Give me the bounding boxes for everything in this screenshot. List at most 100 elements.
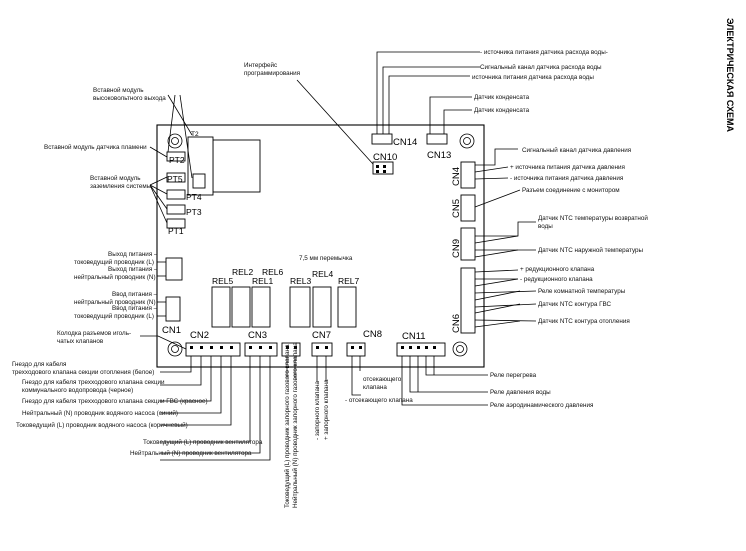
flow-src-minus-label: - источника питания датчика расхода воды… <box>480 49 608 56</box>
cn11-connector <box>396 342 446 357</box>
aero-pressure-label: Реле аэродинамического давления <box>490 402 593 409</box>
condensate-label-1: Датчик конденсата <box>474 94 530 101</box>
in-live-label-1: Ввод питания – <box>112 305 158 312</box>
in-neutral-label-2: нейтральный проводник (N) <box>74 298 156 306</box>
rel3-label: REL3 <box>290 276 312 286</box>
cn3-connector <box>244 342 278 357</box>
cable-heating-label-1: Гнездо для кабеля <box>12 360 66 368</box>
out-live-label-1: Выход питания – <box>108 251 158 258</box>
pin-block-label-1: Колодка разъемов иголь- <box>57 330 131 337</box>
connector-pins <box>190 346 436 349</box>
pump-live-label: Токоведущий (L) проводник водяного насос… <box>16 421 188 429</box>
t2-label: T2 <box>191 131 199 138</box>
rel6-label: REL6 <box>262 267 284 277</box>
flow-signal-label: Сигнальный канал датчика расхода воды <box>480 63 602 71</box>
hv-module-label-2: высоковольтного выхода <box>93 95 166 102</box>
annotation-labels: Интерфейс программирования - источника п… <box>12 49 648 508</box>
cable-dhw-label: Гнездо для кабеля трехходового клапана с… <box>22 397 208 405</box>
shutoff-label-1: отсекающего <box>363 376 402 383</box>
pt3-label: PT3 <box>186 207 202 217</box>
gas-valve-live-label: Токоведущий (L) проводник запорного газо… <box>283 344 291 508</box>
gas-valve-neutral-label: Нейтральный (N) проводник запорного газо… <box>291 342 299 508</box>
cn10-label: CN10 <box>373 152 397 163</box>
pt-ports: PT2 PT5 PT4 PT3 PT1 <box>166 151 206 236</box>
cn13-connector <box>426 133 448 145</box>
cn9-connector <box>460 227 476 261</box>
wires-bottom <box>160 356 488 461</box>
cn14-label: CN14 <box>393 137 417 148</box>
pt4-label: PT4 <box>186 192 202 202</box>
pressure-minus-label: - источника питания датчика давления <box>510 175 623 182</box>
rel1-label: REL1 <box>252 276 274 286</box>
water-pressure-label: Реле давления воды <box>490 389 551 396</box>
out-live-label-2: токоведущий проводник (L) <box>74 258 154 266</box>
mounting-holes <box>167 133 475 357</box>
cn5-connector <box>460 194 476 222</box>
condensate-label-2: Датчик конденсата <box>474 107 530 114</box>
shutoff-minus-label: - отсекающего клапана <box>345 397 413 404</box>
cn8-label: CN8 <box>363 329 382 340</box>
cn9-label: CN9 <box>451 239 462 258</box>
rel2-label: REL2 <box>232 267 254 277</box>
relays: REL2 REL6 REL4 REL5 REL1 REL3 REL7 <box>211 267 360 328</box>
ground-module-label-1: Вставной модуль <box>90 174 141 182</box>
cn11-label: CN11 <box>402 331 426 342</box>
rel5-label: REL5 <box>212 276 234 286</box>
power-in-connector <box>165 296 181 322</box>
pressure-signal-label: Сигнальный канал датчика давления <box>522 146 631 154</box>
jumper-label: 7,5 мм перемычка <box>299 255 353 262</box>
cn4-connector <box>460 161 476 189</box>
flow-src-label: источника питания датчика расхода воды <box>472 74 594 81</box>
interface-label-2: программирования <box>244 70 300 77</box>
flame-module-label: Вставной модуль датчика пламени <box>44 143 147 151</box>
power-out-connector <box>165 257 183 281</box>
wires-left <box>140 94 193 350</box>
pt2-label: PT2 <box>169 155 185 165</box>
cn3-label: CN3 <box>248 330 267 341</box>
cn4-label: CN4 <box>451 167 462 186</box>
ntc-outdoor-label: Датчик NTC наружной температуры <box>538 246 644 254</box>
fan-live-label: Токоведущий (L) проводник вентилятора <box>143 438 263 446</box>
cable-communal-label-1: Гнездо для кабеля трехходового клапана с… <box>22 378 165 386</box>
cn6-label: CN6 <box>451 314 462 333</box>
in-neutral-label-1: Ввод питания – <box>112 291 158 298</box>
cn13-label: CN13 <box>427 150 451 161</box>
interface-label-1: Интерфейс <box>244 61 277 69</box>
reducer-minus-label: - редукционного клапана <box>520 276 593 283</box>
ground-module-label-2: заземления системы <box>90 183 152 190</box>
ntc-return-label-1: Датчик NTC температуры возвратной <box>538 214 648 222</box>
wires-top <box>296 51 521 208</box>
rel4-label: REL4 <box>312 269 334 279</box>
pump-neutral-label: Нейтральный (N) проводник водяного насос… <box>22 409 178 417</box>
cn8-connector <box>346 342 366 357</box>
cn6-connector <box>460 267 476 334</box>
cn7-minus-label: - запорного клапана <box>314 381 321 440</box>
cn1-label: CN1 <box>162 325 181 336</box>
wires-right <box>474 221 537 328</box>
out-neutral-label-2: нейтральный проводник (N) <box>74 273 156 281</box>
cn7-connector <box>311 342 333 357</box>
cable-communal-label-2: коммунального водопровода (черное) <box>22 387 133 394</box>
pt1-label: PT1 <box>168 226 184 236</box>
cable-heating-label-2: трехходового клапана секции отопления (б… <box>12 368 154 376</box>
ntc-dhw-label: Датчик NTC контура ГВС <box>538 301 611 308</box>
shutoff-label-2: клапана <box>363 384 387 391</box>
cn7-label: CN7 <box>312 330 331 341</box>
overheat-label: Реле перегрева <box>490 372 537 379</box>
out-neutral-label-1: Выход питания – <box>108 266 158 273</box>
cn14-connector <box>371 133 393 145</box>
fan-neutral-label: Нейтральный (N) проводник вентилятора <box>130 449 252 457</box>
transformer-block <box>212 139 261 193</box>
cn2-label: CN2 <box>190 330 209 341</box>
monitor-label: Разъем соединение с монитором <box>522 187 620 194</box>
reducer-plus-label: + редукционного клапана <box>520 266 595 273</box>
pressure-plus-label: + источника питания датчика давления <box>510 164 625 171</box>
ntc-return-label-2: воды <box>538 223 553 230</box>
pt5-label: PT5 <box>167 174 183 184</box>
rel7-label: REL7 <box>338 276 360 286</box>
cn7-plus-label: + запорного клапана <box>323 379 330 440</box>
cn2-connector <box>185 342 241 357</box>
hv-module-label-1: Вставной модуль <box>93 86 144 94</box>
room-temp-label: Реле комнатной температуры <box>538 287 626 295</box>
